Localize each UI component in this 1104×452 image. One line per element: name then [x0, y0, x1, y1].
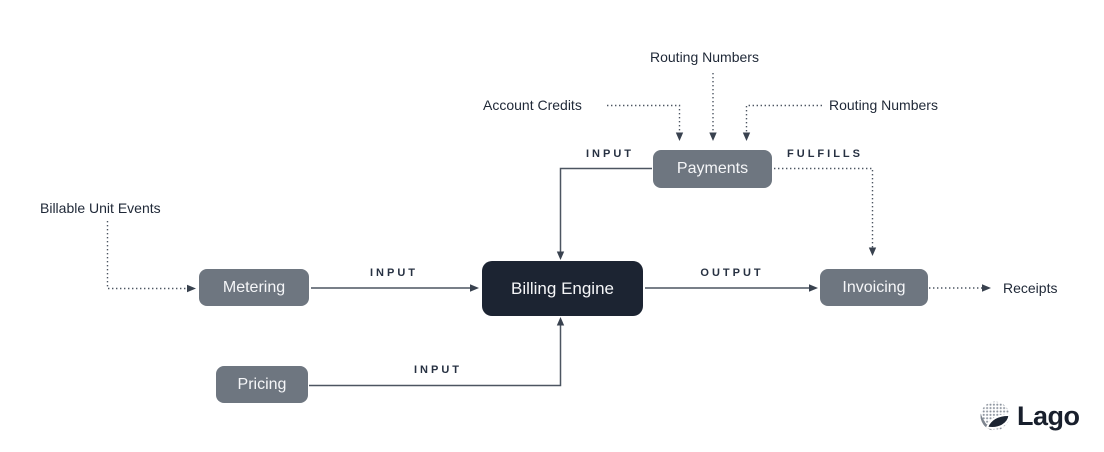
edge-metering-to-billing	[311, 284, 479, 292]
node-metering: Metering	[199, 269, 309, 306]
edge-invoicing-to-receipts	[929, 284, 991, 292]
node-pricing: Pricing	[216, 366, 308, 403]
edge-payments-to-invoicing	[774, 167, 877, 256]
lago-logo: Lago	[979, 400, 1080, 432]
edge-label-output: OUTPUT	[700, 267, 764, 279]
edge-label-input-metering: INPUT	[370, 267, 418, 279]
edge-billing-to-invoicing	[645, 284, 818, 292]
edge-label-fulfills: FULFILLS	[787, 148, 863, 160]
edge-payments-to-billing	[556, 167, 652, 260]
edge-label-input-payments: INPUT	[586, 148, 634, 160]
lago-logo-icon	[980, 401, 1010, 431]
node-invoicing: Invoicing	[820, 269, 928, 306]
label-routing-numbers-top: Routing Numbers	[650, 49, 759, 65]
edge-routing-numbers-right-to-payments	[742, 104, 822, 141]
label-account-credits: Account Credits	[483, 97, 582, 113]
edge-label-input-pricing: INPUT	[414, 364, 462, 376]
node-billing-engine: Billing Engine	[482, 261, 643, 316]
edge-routing-numbers-top-to-payments	[709, 73, 717, 141]
edge-account-credits-to-payments	[607, 104, 684, 141]
edge-billable-unit-events-to-metering	[106, 221, 196, 293]
lago-logo-text: Lago	[1017, 400, 1080, 431]
node-payments: Payments	[653, 150, 772, 188]
edge-pricing-to-billing	[309, 317, 565, 387]
label-routing-numbers-right: Routing Numbers	[829, 97, 938, 113]
label-billable-unit-events: Billable Unit Events	[40, 200, 161, 216]
label-receipts: Receipts	[1003, 280, 1058, 296]
